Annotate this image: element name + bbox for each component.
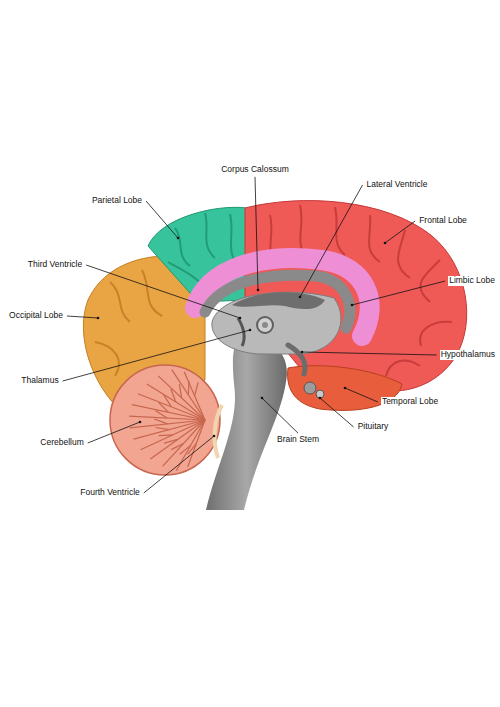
lateral-ventricle-shape [232,292,325,309]
leader-line [63,330,250,381]
cerebellum-folium [163,420,205,466]
leader-dot [257,289,260,292]
part-label: Frontal Lobe [418,216,468,226]
cerebellum-folium [154,419,167,424]
leader-line [262,398,298,433]
part-label: Third Ventricle [27,260,83,270]
cerebellum-folium [164,439,178,443]
thalamus-core [262,322,268,328]
leader-dot [384,242,387,245]
leader-dot [239,317,242,320]
leader-dot [319,397,322,400]
cerebellum-folia [129,370,205,471]
diencephalon-shape [212,292,341,354]
cerebellum-folium [134,420,205,439]
part-label: Temporal Lobe [381,397,439,407]
cerebellum-folium [171,443,183,449]
leader-line [352,281,445,305]
cerebellum-folium [159,434,173,436]
cerebellum-shape [110,365,220,475]
leader-line [146,201,178,238]
part-label: Pituitary [357,422,390,432]
hypothalamus-shape [288,345,305,374]
fourth-ventricle-shape [215,405,222,458]
leader-dot [249,329,252,332]
part-label: Cerebellum [39,438,84,448]
leader-dot [177,237,180,240]
part-label: Fourth Ventricle [79,488,141,498]
leader-dot [299,296,302,299]
leader-dot [351,304,354,307]
cerebellum-folium [179,384,181,398]
thalamus-mark [257,317,273,333]
cerebellum-folium [158,376,205,420]
cerebellum-folium [172,370,205,420]
cerebellum-folium [150,420,205,459]
leader-line [67,316,98,318]
part-label: Hypothalamus [440,350,496,360]
part-label: Parietal Lobe [91,196,143,206]
pituitary-shape [304,382,316,394]
cerebellum-folium [180,445,191,454]
leader-line [144,436,214,493]
part-label: Occipital Lobe [8,311,64,321]
part-label: Brain Stem [276,435,320,445]
leader-dot [261,397,264,400]
part-label: Corpus Calossum [220,165,290,175]
corpus-callosum-arc [205,275,350,328]
leader-line [300,185,363,297]
leader-dot [97,317,100,320]
leader-dot [213,435,216,438]
cerebellum-folium [184,372,205,420]
cerebellum-folium [195,382,199,396]
leader-dot [301,351,304,354]
leader-dot [139,421,142,424]
part-label: Thalamus [20,376,59,386]
part-label: Limbic Lobe [448,276,496,286]
part-label: Lateral Ventricle [366,180,429,190]
leader-line [385,221,415,243]
leader-line [320,398,354,427]
leader-line [345,388,378,402]
leader-dot [344,387,347,390]
cerebellum-folium [155,427,169,429]
leader-line [86,265,240,318]
leader-line [88,422,140,443]
leader-line [255,177,258,290]
leader-line [302,352,437,355]
